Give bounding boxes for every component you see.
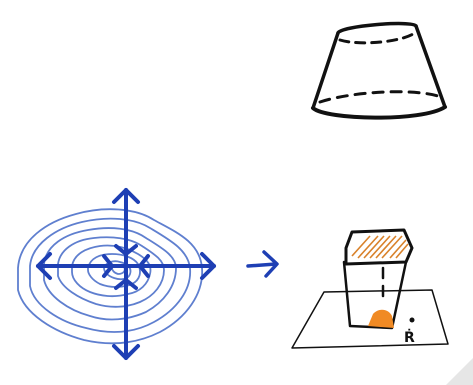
frustum-bottom-front	[313, 107, 445, 118]
arrow-right-icon	[248, 252, 277, 276]
river-line-3	[104, 62, 138, 160]
mountain-ridge	[63, 36, 234, 108]
ground-plane	[292, 290, 448, 348]
r-dot-label: Ṙ	[404, 329, 415, 346]
contour-map-icon	[18, 190, 214, 358]
arrow-right-icon	[243, 72, 282, 95]
building-model-icon: Ṙ	[292, 230, 448, 348]
river-line-2	[78, 76, 128, 174]
orange-base	[368, 310, 394, 328]
frustum-bottom-back	[320, 92, 438, 102]
mountain-profile-icon	[63, 36, 234, 174]
corner-shadow	[446, 358, 473, 385]
frustum-top-front	[338, 24, 416, 33]
r-dot	[410, 318, 415, 323]
frustum-icon	[313, 24, 445, 118]
frustum-top-back	[340, 32, 416, 43]
frustum-left-edge	[313, 33, 338, 108]
river-line-1	[86, 66, 133, 172]
